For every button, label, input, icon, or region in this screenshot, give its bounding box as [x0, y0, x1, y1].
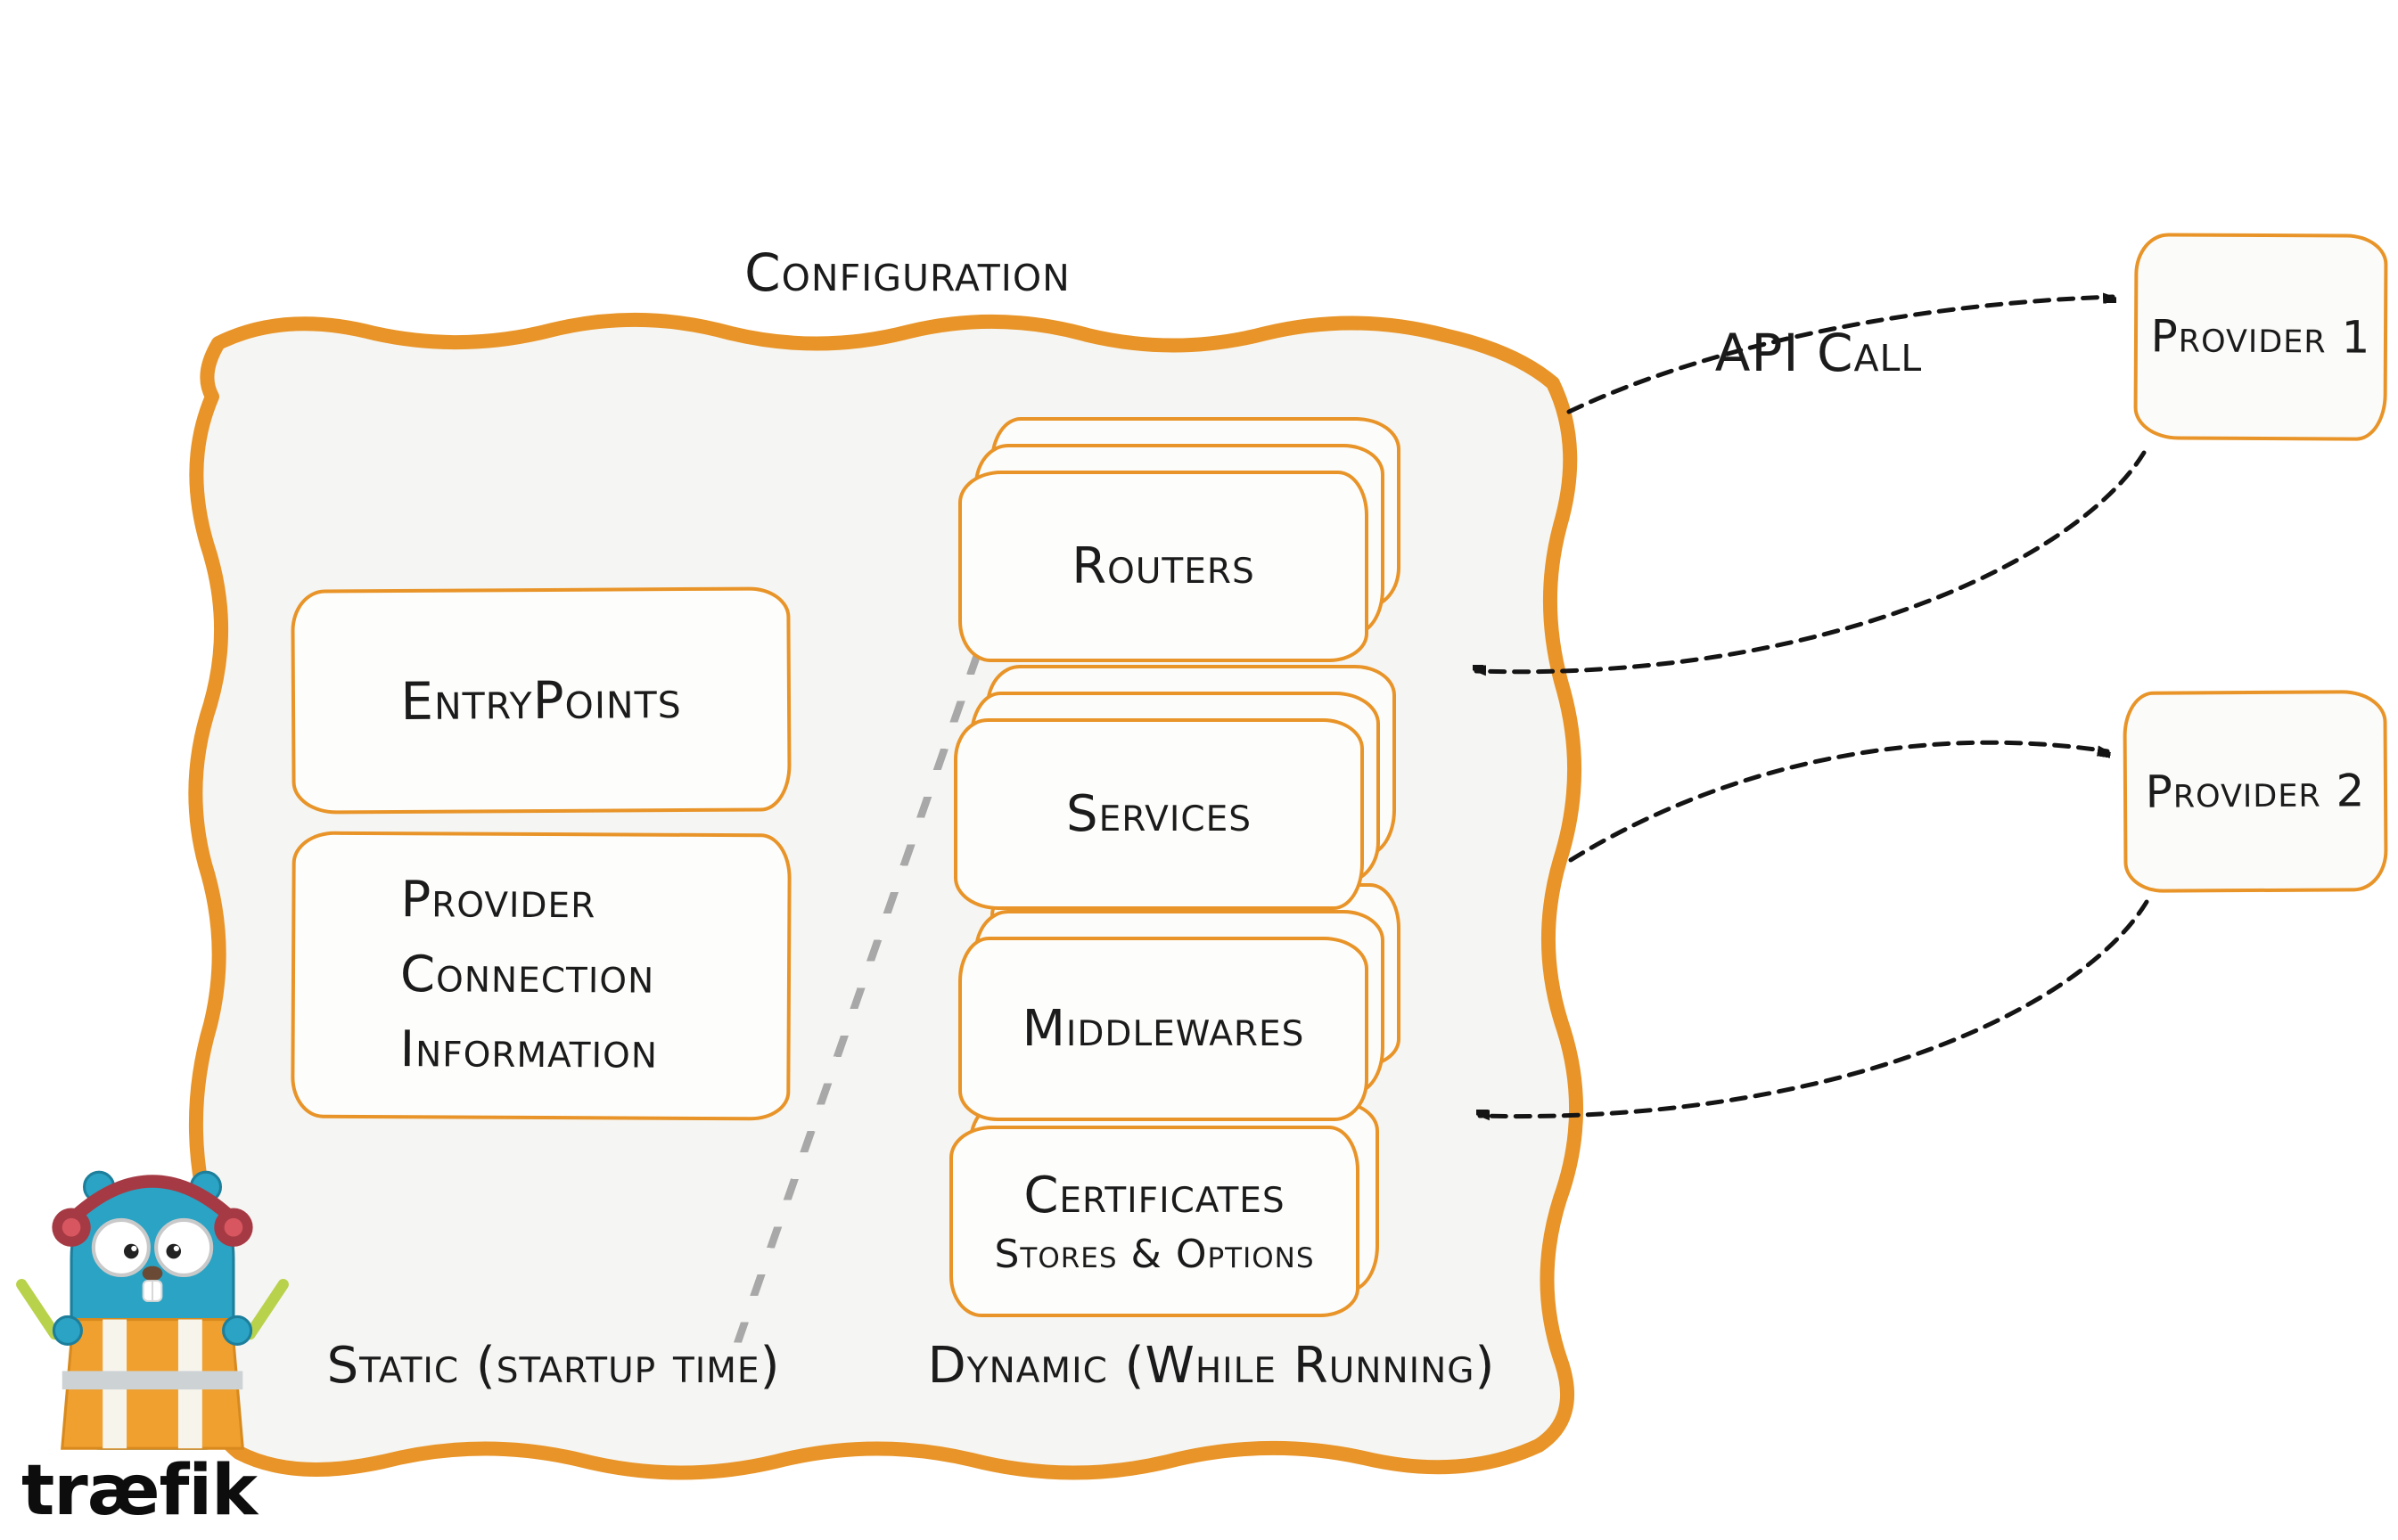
services-stack: Services: [954, 665, 1417, 923]
traefik-gopher-logo: [13, 1139, 292, 1470]
gopher-arm: [222, 1315, 253, 1346]
middlewares-label: Middlewares: [1022, 1000, 1305, 1058]
entrypoints-label: EntryPoints: [400, 669, 682, 732]
glowstick-right-icon: [244, 1279, 289, 1340]
certificates-stack: Certificates Stores & Options: [949, 1101, 1413, 1323]
configuration-title: Configuration: [744, 242, 1071, 303]
provider1-card: Provider 1: [2133, 233, 2388, 441]
provider-connection-information-card: Provider Connection Information: [291, 831, 792, 1121]
certificates-sublabel: Stores & Options: [994, 1231, 1315, 1277]
headphones-band-icon: [68, 1175, 237, 1224]
middlewares-card: Middlewares: [958, 937, 1368, 1121]
middlewares-stack: Middlewares: [958, 883, 1422, 1133]
static-column-footer: Static (startup time): [326, 1337, 781, 1395]
dynamic-column-footer: Dynamic (While Running): [927, 1337, 1496, 1395]
provider-connection-line: Connection: [399, 946, 655, 1005]
routers-card: Routers: [958, 471, 1368, 662]
glowstick-left-icon: [16, 1279, 61, 1340]
certificates-card: Certificates Stores & Options: [949, 1126, 1359, 1317]
gopher-eye: [154, 1217, 214, 1277]
provider-connection-line: Provider: [400, 871, 596, 930]
routers-stack: Routers: [958, 417, 1422, 676]
provider1-label: Provider 1: [2150, 310, 2371, 364]
gopher-nose: [142, 1266, 163, 1282]
services-label: Services: [1066, 785, 1252, 843]
routers-label: Routers: [1072, 537, 1255, 595]
entrypoints-card: EntryPoints: [291, 586, 792, 815]
gopher-arm: [52, 1315, 83, 1346]
traefik-wordmark: træfik: [21, 1451, 258, 1531]
provider-connection-line: Information: [399, 1020, 659, 1080]
gopher-eye: [91, 1217, 151, 1277]
services-card: Services: [954, 718, 1364, 910]
traefik-gopher-icon: [16, 1170, 289, 1450]
provider2-label: Provider 2: [2145, 765, 2366, 818]
certificates-label: Certificates: [1023, 1166, 1285, 1225]
api-call-label: API Call: [1714, 323, 1923, 383]
provider2-card: Provider 2: [2123, 690, 2388, 893]
